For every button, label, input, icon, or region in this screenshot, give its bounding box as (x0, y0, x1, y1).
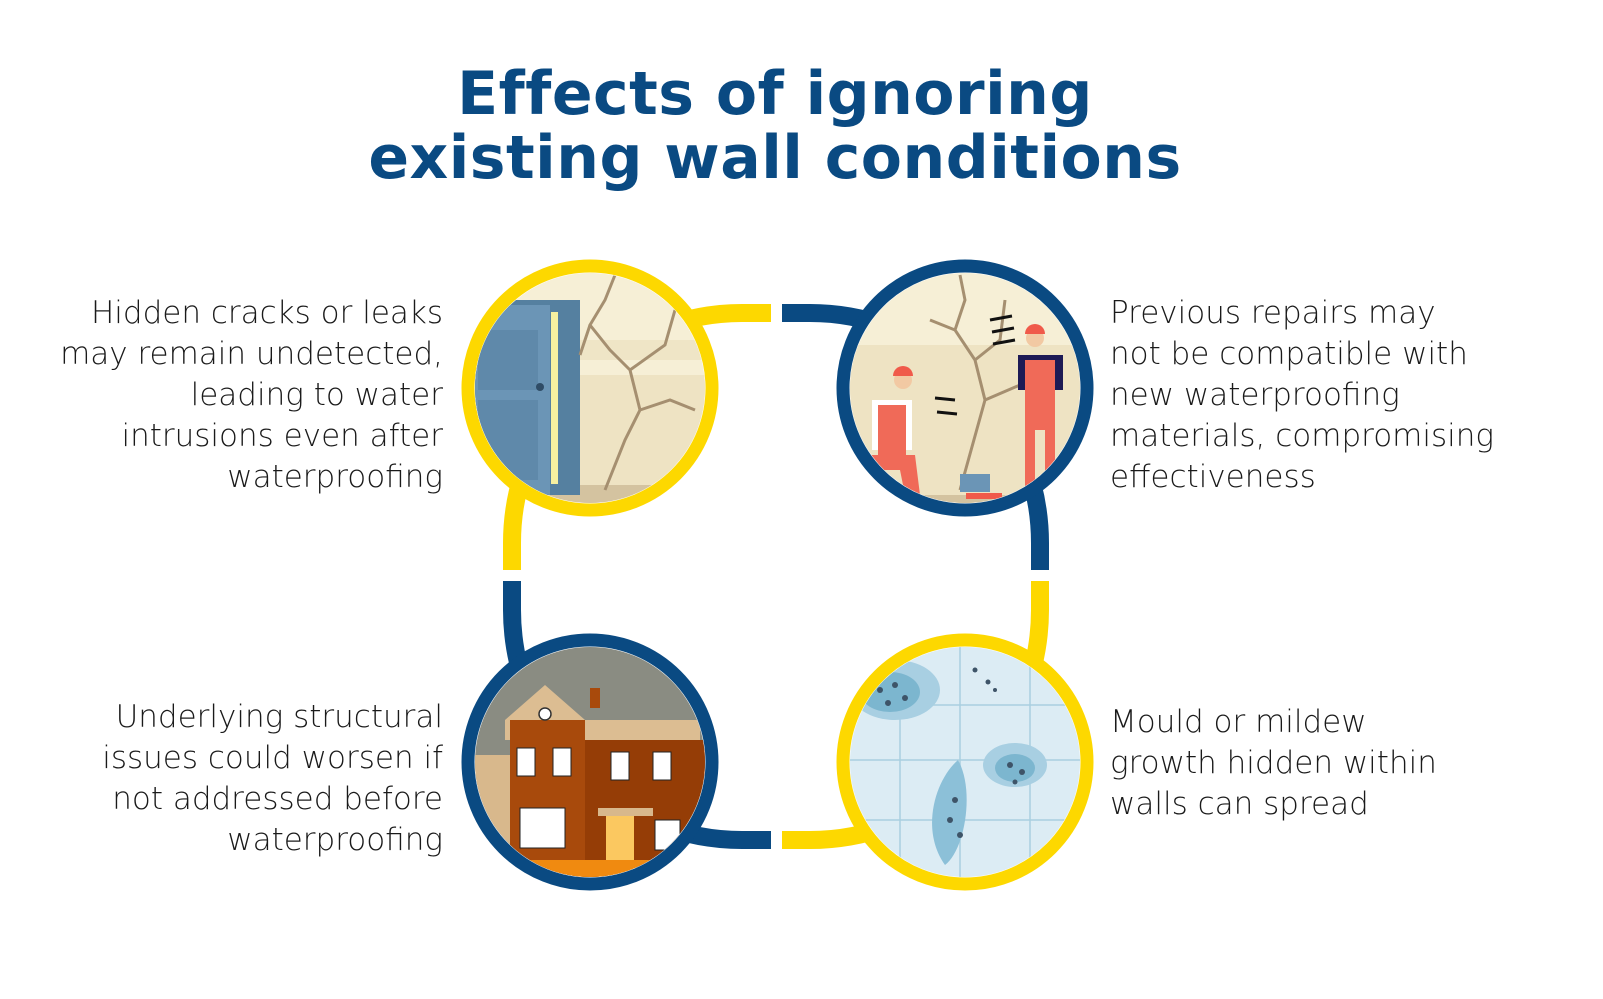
text-line: waterproofing (227, 822, 443, 858)
workers-repairing-wall-icon (836, 259, 1094, 517)
cracked-wall-door-icon (461, 259, 719, 517)
text-line: walls can spread (1110, 786, 1369, 822)
text-line: leading to water (190, 377, 443, 413)
effect-text-previous-repairs: Previous repairs may not be compatible w… (1110, 293, 1494, 498)
text-line: growth hidden within (1110, 745, 1437, 781)
text-line: not be compatible with (1110, 336, 1468, 372)
text-line: issues could worsen if (102, 740, 443, 776)
text-line: materials, compromising (1110, 418, 1494, 454)
mould-tiles-icon (836, 633, 1094, 891)
damaged-house-icon (461, 633, 719, 891)
text-line: waterproofing (227, 459, 443, 495)
text-line: may remain undetected, (60, 336, 443, 372)
text-line: Previous repairs may (1110, 295, 1436, 331)
effect-text-mould: Mould or mildew growth hidden within wal… (1110, 702, 1437, 825)
text-line: Hidden cracks or leaks (91, 295, 443, 331)
text-line: effectiveness (1110, 459, 1316, 495)
text-line: intrusions even after (121, 418, 443, 454)
page-title: Effects of ignoring existing wall condit… (0, 62, 1550, 190)
effect-text-structural-issues: Underlying structural issues could worse… (102, 697, 443, 861)
title-line-1: Effects of ignoring (457, 59, 1093, 129)
text-line: Underlying structural (115, 699, 443, 735)
title-line-2: existing wall conditions (368, 123, 1182, 193)
text-line: new waterproofing (1110, 377, 1400, 413)
text-line: not addressed before (112, 781, 443, 817)
effect-text-hidden-cracks: Hidden cracks or leaks may remain undete… (60, 293, 443, 498)
text-line: Mould or mildew (1110, 704, 1367, 740)
